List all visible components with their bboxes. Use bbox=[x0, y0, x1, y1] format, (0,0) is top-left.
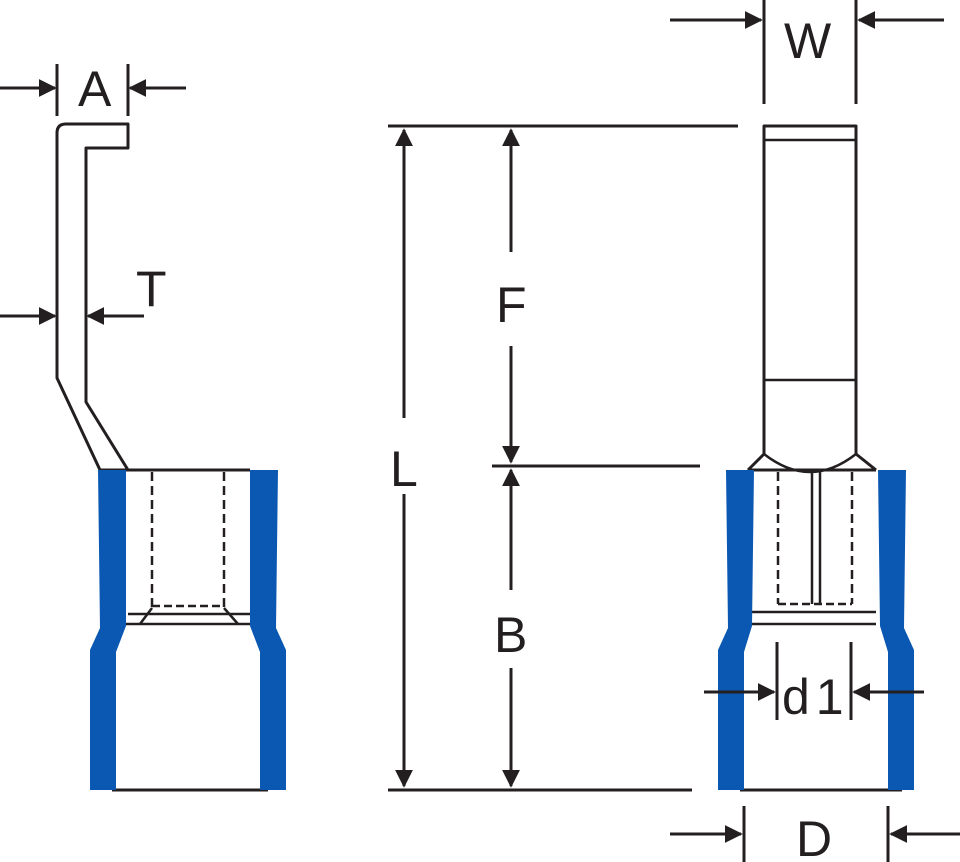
side-view bbox=[55, 122, 268, 792]
front-view-blade bbox=[762, 124, 858, 454]
label-L: L bbox=[390, 441, 418, 497]
side-view-cone-left bbox=[139, 607, 153, 625]
label-D: D bbox=[796, 811, 832, 862]
label-W: W bbox=[784, 13, 832, 69]
side-view-cone-right bbox=[223, 607, 239, 625]
label-F: F bbox=[496, 277, 527, 333]
front-view-flare-left bbox=[746, 452, 766, 472]
length-dimensions bbox=[388, 124, 738, 792]
dim-A bbox=[0, 64, 186, 116]
label-T: T bbox=[136, 261, 167, 317]
dim-D bbox=[670, 806, 960, 862]
side-view-insulation-right bbox=[250, 470, 286, 790]
label-d1: d1 bbox=[782, 669, 850, 725]
front-view bbox=[740, 124, 902, 792]
side-view-pin-outline bbox=[55, 122, 130, 471]
front-view-crimp-curve bbox=[763, 453, 857, 474]
front-view-insulation-right bbox=[878, 470, 914, 790]
front-view-flare-right bbox=[855, 452, 877, 472]
label-B: B bbox=[494, 607, 527, 663]
dim-W bbox=[670, 0, 944, 104]
label-A: A bbox=[78, 61, 112, 117]
front-view-insulation-left bbox=[718, 470, 754, 790]
side-view-insulation-left bbox=[90, 470, 126, 790]
dim-d1 bbox=[704, 642, 924, 720]
